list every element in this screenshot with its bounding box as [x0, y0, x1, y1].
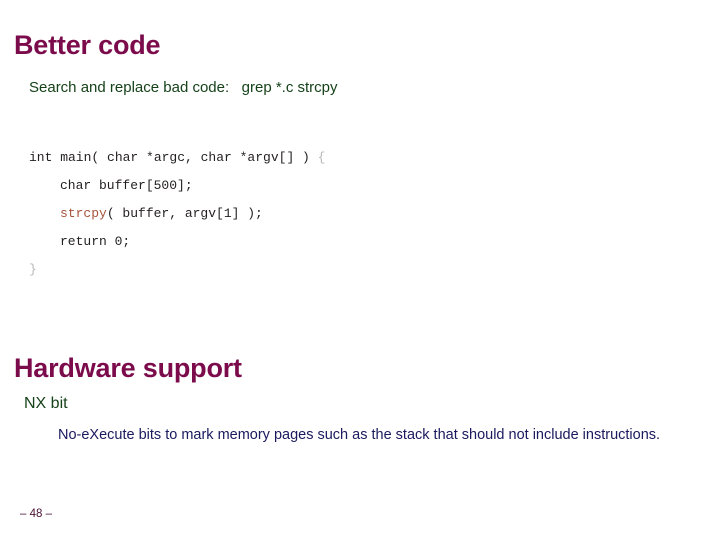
nx-bit-description: No-eXecute bits to mark memory pages suc… [58, 425, 694, 446]
nx-bit-label: NX bit [24, 395, 68, 412]
code-token-brace: { [317, 150, 326, 165]
code-token-brace: } [29, 262, 37, 277]
code-line: int main( char *argc, char *argv[] ) { [29, 144, 325, 172]
search-replace-line: Search and replace bad code: grep *.c st… [29, 79, 338, 96]
section-title: Hardware support [14, 353, 242, 384]
footer-page-number: – 48 – [20, 508, 52, 520]
code-line: } [29, 256, 325, 284]
code-line: char buffer[500]; [29, 172, 325, 200]
code-token-plain: char buffer[500]; [60, 178, 193, 193]
code-block: int main( char *argc, char *argv[] ) { ch… [29, 144, 325, 284]
code-line: return 0; [29, 228, 325, 256]
nx-bit-description-text: No-eXecute bits to mark memory pages suc… [58, 427, 661, 443]
code-token-plain: return 0; [60, 234, 131, 249]
code-token-plain: int main( char *argc, char *argv[] ) [29, 150, 318, 165]
page-title: Better code [14, 30, 161, 61]
code-line: strcpy( buffer, argv[1] ); [29, 200, 325, 228]
code-token-strcpy: strcpy [60, 206, 107, 221]
code-token-plain: ( buffer, argv[1] ); [106, 206, 263, 221]
